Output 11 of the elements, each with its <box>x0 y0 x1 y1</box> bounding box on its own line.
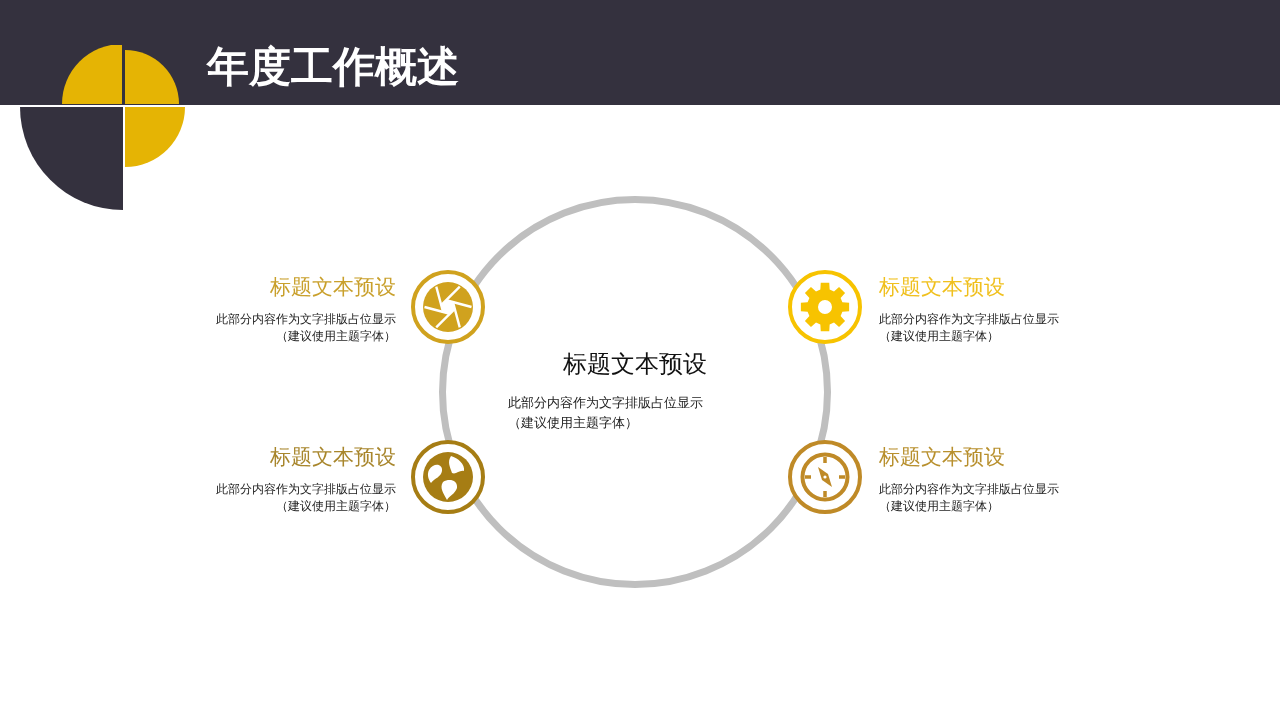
body-text: 此部分内容作为文字排版占位显示（建议使用主题字体） <box>879 480 1060 515</box>
heading: 标题文本预设 <box>270 274 396 300</box>
body-text: 此部分内容作为文字排版占位显示（建议使用主题字体） <box>215 480 396 515</box>
body-text: 此部分内容作为文字排版占位显示（建议使用主题字体） <box>215 310 396 345</box>
body-text: 此部分内容作为文字排版占位显示（建议使用主题字体） <box>879 310 1060 345</box>
slide-title: 年度工作概述 <box>207 42 459 92</box>
body-text: 此部分内容作为文字排版占位显示（建议使用主题字体） <box>508 394 704 432</box>
heading: 标题文本预设 <box>270 444 396 470</box>
heading: 标题文本预设 <box>563 349 707 379</box>
heading: 标题文本预设 <box>879 444 1005 470</box>
heading: 标题文本预设 <box>879 274 1005 300</box>
